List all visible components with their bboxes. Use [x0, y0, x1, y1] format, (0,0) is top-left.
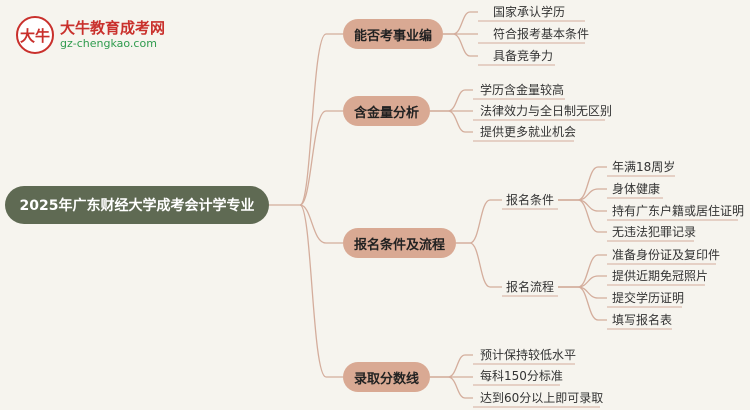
leaf-item: 年满18周岁	[612, 160, 676, 174]
sub-node-process: 报名流程	[506, 280, 555, 294]
branch-node-value: 含金量分析	[343, 96, 430, 126]
leaf-item: 准备身份证及复印件	[612, 248, 721, 262]
leaf-item: 学历含金量较高	[480, 83, 565, 97]
leaf-item: 国家承认学历	[493, 5, 566, 19]
logo-title: 大牛教育成考网	[60, 19, 166, 37]
branch-node-career: 能否考事业编	[343, 19, 443, 49]
logo-mark-icon: 大牛	[16, 16, 54, 54]
logo-url: gz-chengkao.com	[60, 37, 157, 50]
leaf-item: 身体健康	[612, 182, 661, 196]
branch-node-score: 录取分数线	[343, 362, 430, 392]
leaf-item: 法律效力与全日制无区别	[480, 104, 613, 118]
site-logo[interactable]: 大牛 大牛教育成考网 gz-chengkao.com	[16, 14, 166, 54]
leaf-item: 提供更多就业机会	[480, 125, 577, 139]
branch-node-enrollment: 报名条件及流程	[343, 228, 456, 258]
root-node: 2025年广东财经大学成考会计学专业	[5, 186, 269, 224]
leaf-item: 符合报考基本条件	[493, 27, 590, 41]
leaf-item: 持有广东户籍或居住证明	[612, 204, 745, 218]
leaf-item: 达到60分以上即可录取	[480, 391, 604, 405]
leaf-item: 具备竞争力	[493, 49, 554, 63]
sub-node-requirements: 报名条件	[506, 193, 555, 207]
leaf-item: 填写报名表	[612, 313, 673, 327]
leaf-item: 无违法犯罪记录	[612, 225, 697, 239]
leaf-item: 提交学历证明	[612, 291, 685, 305]
leaf-item: 每科150分标准	[480, 369, 563, 383]
leaf-item: 提供近期免冠照片	[612, 269, 709, 283]
leaf-item: 预计保持较低水平	[480, 348, 577, 362]
